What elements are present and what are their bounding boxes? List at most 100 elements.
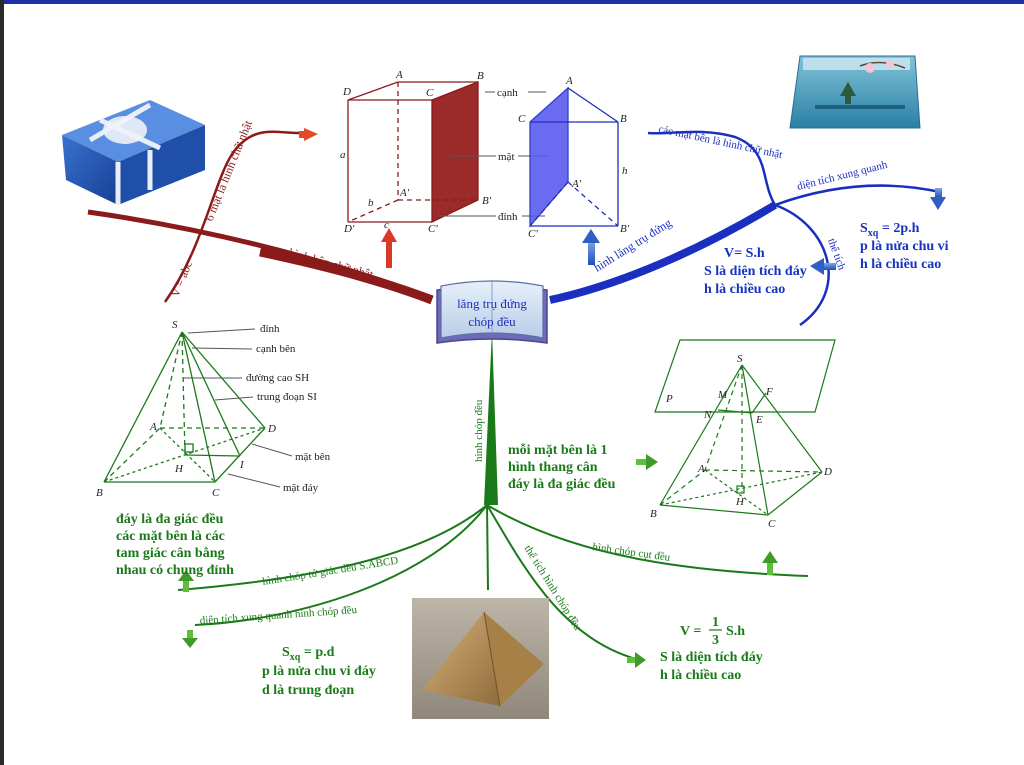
truncated-pyramid-figure [654, 339, 836, 516]
svg-text:H: H [735, 496, 745, 508]
svg-text:c: c [384, 219, 389, 231]
svg-text:cạnh bên: cạnh bên [256, 343, 296, 355]
square-pyramid-labels: S A D B C H I [96, 319, 276, 499]
svg-text:đáy là đa giác đều: đáy là đa giác đều [116, 512, 224, 527]
box-faces-text: 6 mặt là hình chữ nhật [202, 118, 255, 224]
prism-volume-formula: V= S.h S là diện tích đáy h là chiều cao [704, 246, 807, 297]
svg-text:A: A [395, 69, 403, 81]
triangular-prism-figure [529, 86, 619, 228]
gift-box-image [62, 100, 205, 205]
branch-label-pyramid: hình chóp đều [473, 399, 485, 462]
svg-text:h là chiều cao: h là chiều cao [860, 257, 941, 272]
prism-side-faces-text: các mặt bên là hình chữ nhật [657, 123, 783, 161]
arrow-right-icon-tail [299, 131, 305, 138]
svg-text:D: D [823, 466, 832, 478]
svg-text:I: I [239, 459, 245, 471]
window-left-border [0, 0, 4, 765]
svg-text:D: D [342, 86, 351, 98]
pyramid-description: đáy là đa giác đều các mặt bên là các ta… [116, 512, 234, 578]
svg-text:A': A' [571, 178, 582, 190]
rectangular-box-figure [347, 81, 479, 224]
svg-text:A': A' [399, 187, 410, 199]
svg-text:D': D' [343, 223, 355, 235]
svg-text:B: B [650, 508, 657, 520]
pyramid-volume-formula: V = 1 3 S.h S là diện tích đáy h là chiề… [660, 615, 763, 683]
svg-text:A: A [697, 463, 705, 475]
svg-text:h là chiều cao: h là chiều cao [660, 668, 741, 683]
arrow-right-green-icon [636, 454, 658, 470]
svg-text:P: P [665, 393, 673, 405]
arrow-down-blue-icon [930, 188, 946, 210]
branch-pyramid-lines [177, 330, 809, 661]
square-pyramid-callout-text: đỉnh cạnh bên đường cao SH trung đoạn SI… [246, 323, 331, 494]
box-volume-text: V = abc [168, 259, 195, 299]
svg-text:các mặt bên là các: các mặt bên là các [116, 529, 225, 544]
callout-vertex: đỉnh [498, 211, 518, 223]
square-pyramid-figure [103, 331, 266, 483]
svg-text:1: 1 [712, 615, 719, 630]
svg-text:C: C [212, 487, 220, 499]
svg-text:D: D [267, 423, 276, 435]
svg-text:C: C [518, 113, 526, 125]
svg-text:hình thang cân: hình thang cân [508, 460, 598, 475]
arrow-down-green-icon [182, 630, 198, 648]
svg-text:F: F [765, 386, 773, 398]
svg-text:h là chiều cao: h là chiều cao [704, 282, 785, 297]
svg-text:3: 3 [712, 633, 719, 648]
svg-text:p là nửa chu vi: p là nửa chu vi [860, 239, 949, 254]
svg-text:nhau có chung đỉnh: nhau có chung đỉnh [116, 563, 234, 578]
svg-text:S.h: S.h [726, 624, 745, 639]
truncated-pyramid-labels: S M F P N E A D B C H [650, 353, 832, 530]
svg-text:h: h [622, 165, 628, 177]
prism-lateral-formula: Sxq = 2p.h p là nửa chu vi h là chiều ca… [860, 221, 949, 272]
svg-text:B: B [620, 113, 627, 125]
svg-text:d là trung đoạn: d là trung đoạn [262, 683, 354, 698]
svg-text:C: C [426, 87, 434, 99]
arrow-left-blue-icon [810, 258, 836, 275]
box-vertex-labels: D A C B a A' B' b D' c C' [340, 69, 492, 235]
calendar-image [789, 55, 921, 129]
svg-text:C: C [768, 518, 776, 530]
svg-text:p là nửa chu vi đáy: p là nửa chu vi đáy [262, 664, 376, 679]
svg-text:mỗi mặt bên là 1: mỗi mặt bên là 1 [508, 442, 608, 458]
center-title-line1: lăng trụ đứng [457, 296, 527, 311]
svg-text:C': C' [428, 223, 438, 235]
svg-text:B: B [477, 70, 484, 82]
svg-text:B': B' [620, 223, 630, 235]
square-pyramid-callout-lines [183, 328, 293, 488]
pyramid-photo [412, 598, 549, 719]
svg-text:b: b [368, 197, 374, 209]
svg-text:H: H [174, 463, 184, 475]
svg-text:C': C' [528, 228, 538, 240]
center-node[interactable]: lăng trụ đứng chóp đều [436, 280, 548, 344]
callout-edge: cạnh [497, 87, 518, 99]
svg-text:đỉnh: đỉnh [260, 323, 280, 335]
svg-text:B': B' [482, 195, 492, 207]
pyramid-lateral-text: diện tích xung quanh hình chóp đều [199, 604, 358, 627]
svg-text:Sxq = p.d: Sxq = p.d [282, 645, 335, 663]
svg-text:M: M [717, 389, 728, 401]
svg-text:a: a [340, 149, 346, 161]
svg-text:V =: V = [680, 624, 701, 639]
arrow-right-icon [304, 128, 318, 141]
svg-text:B: B [96, 487, 103, 499]
svg-text:Sxq = 2p.h: Sxq = 2p.h [860, 221, 920, 239]
svg-text:mặt bên: mặt bên [295, 451, 331, 463]
arrow-right-green-icon-2 [627, 652, 646, 668]
arrow-up-red-icon [381, 228, 397, 268]
svg-text:E: E [755, 414, 763, 426]
branch-box-lines [87, 130, 434, 305]
svg-text:A: A [149, 421, 157, 433]
arrow-up-blue-icon [582, 229, 600, 265]
pyramid-lateral-formula: Sxq = p.d p là nửa chu vi đáy d là trung… [262, 645, 376, 698]
prism-vertex-labels: A C B h A' B' C' [518, 75, 630, 240]
svg-text:S: S [172, 319, 178, 331]
svg-text:V= S.h: V= S.h [724, 246, 765, 261]
branch-prism-lines [549, 130, 941, 327]
svg-text:đáy là đa giác đều: đáy là đa giác đều [508, 477, 616, 492]
truncated-description: mỗi mặt bên là 1 hình thang cân đáy là đ… [508, 442, 616, 492]
svg-text:S là diện tích đáy: S là diện tích đáy [704, 264, 807, 279]
svg-text:tam giác cân bằng: tam giác cân bằng [116, 546, 225, 561]
svg-text:trung đoạn SI: trung đoạn SI [257, 391, 317, 403]
